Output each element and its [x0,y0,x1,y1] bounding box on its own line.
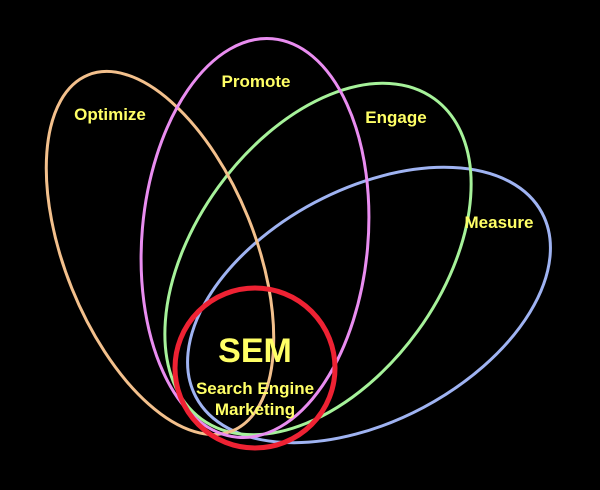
center-subtitle-line2: Marketing [215,400,295,419]
promote-petal [139,37,371,439]
engage-label: Engage [365,108,426,127]
center-title: SEM [218,332,292,370]
promote-label: Promote [222,72,291,91]
sem-circle [172,285,338,451]
engage-petal [163,81,473,437]
measure-petal [186,165,552,445]
center-subtitle-line1: Search Engine [196,379,314,398]
measure-label: Measure [465,213,534,232]
optimize-label: Optimize [74,105,146,124]
optimize-petal [44,69,276,437]
